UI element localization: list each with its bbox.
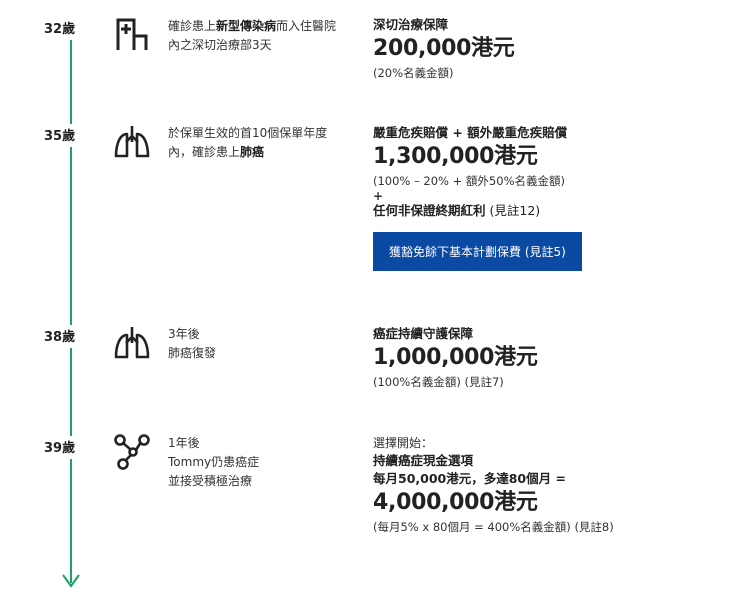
event-description: 3年後 肺癌復發: [168, 327, 217, 360]
benefit-block: 嚴重危疾賠償 + 額外嚴重危疾賠償 1,300,000港元 (100% – 20…: [373, 124, 723, 271]
bonus-line: 任何非保證終期紅利 (見註12): [373, 203, 541, 218]
benefit-note: (100% – 20% + 額外50%名義金額): [373, 174, 565, 188]
lungs-icon: [114, 327, 150, 359]
premium-waiver-button[interactable]: 獲豁免餘下基本計劃保費 (見註5): [373, 232, 582, 271]
benefit-block: 癌症持續守護保障 1,000,000港元 (100%名義金額) (見註7): [373, 325, 723, 391]
timeline-arrow-down-icon: [62, 574, 80, 588]
benefit-amount: 1,000,000港元: [373, 345, 538, 370]
benefit-block: 深切治療保障 200,000港元 (20%名義金額): [373, 16, 723, 82]
molecule-icon: [114, 434, 150, 470]
event-description: 於保單生效的首10個保單年度內，確診患上肺癌: [168, 126, 328, 159]
benefit-title: 持續癌症現金選項: [373, 453, 474, 468]
benefit-title: 嚴重危疾賠償 + 額外嚴重危疾賠償: [373, 125, 568, 140]
age-label: 39歲: [40, 436, 80, 459]
benefit-note: (每月5% x 80個月 = 400%名義金額) (見註8): [373, 520, 614, 534]
age-label: 35歲: [40, 124, 80, 147]
age-label: 38歲: [40, 325, 80, 348]
benefit-title: 癌症持續守護保障: [373, 326, 474, 341]
lungs-icon: [114, 126, 150, 158]
benefit-title: 深切治療保障: [373, 17, 449, 32]
monthly-line: 每月50,000港元，多達80個月 =: [373, 471, 566, 486]
benefit-amount: 4,000,000港元: [373, 490, 538, 515]
event-description: 確診患上新型傳染病而入住醫院內之深切治療部3天: [168, 19, 337, 52]
plus-sign: +: [373, 189, 384, 203]
hospital-icon: [116, 18, 148, 50]
timeline-line: [70, 38, 72, 583]
benefit-block: 選擇開始： 持續癌症現金選項 每月50,000港元，多達80個月 = 4,000…: [373, 434, 723, 536]
benefit-note: (20%名義金額): [373, 66, 454, 80]
benefit-amount: 200,000港元: [373, 36, 515, 61]
benefit-amount: 1,300,000港元: [373, 144, 538, 169]
choose-label: 選擇開始：: [373, 436, 434, 450]
benefit-note: (100%名義金額) (見註7): [373, 375, 504, 389]
age-label: 32歲: [40, 17, 80, 40]
event-description: 1年後 Tommy仍患癌症 並接受積極治療: [168, 436, 260, 488]
